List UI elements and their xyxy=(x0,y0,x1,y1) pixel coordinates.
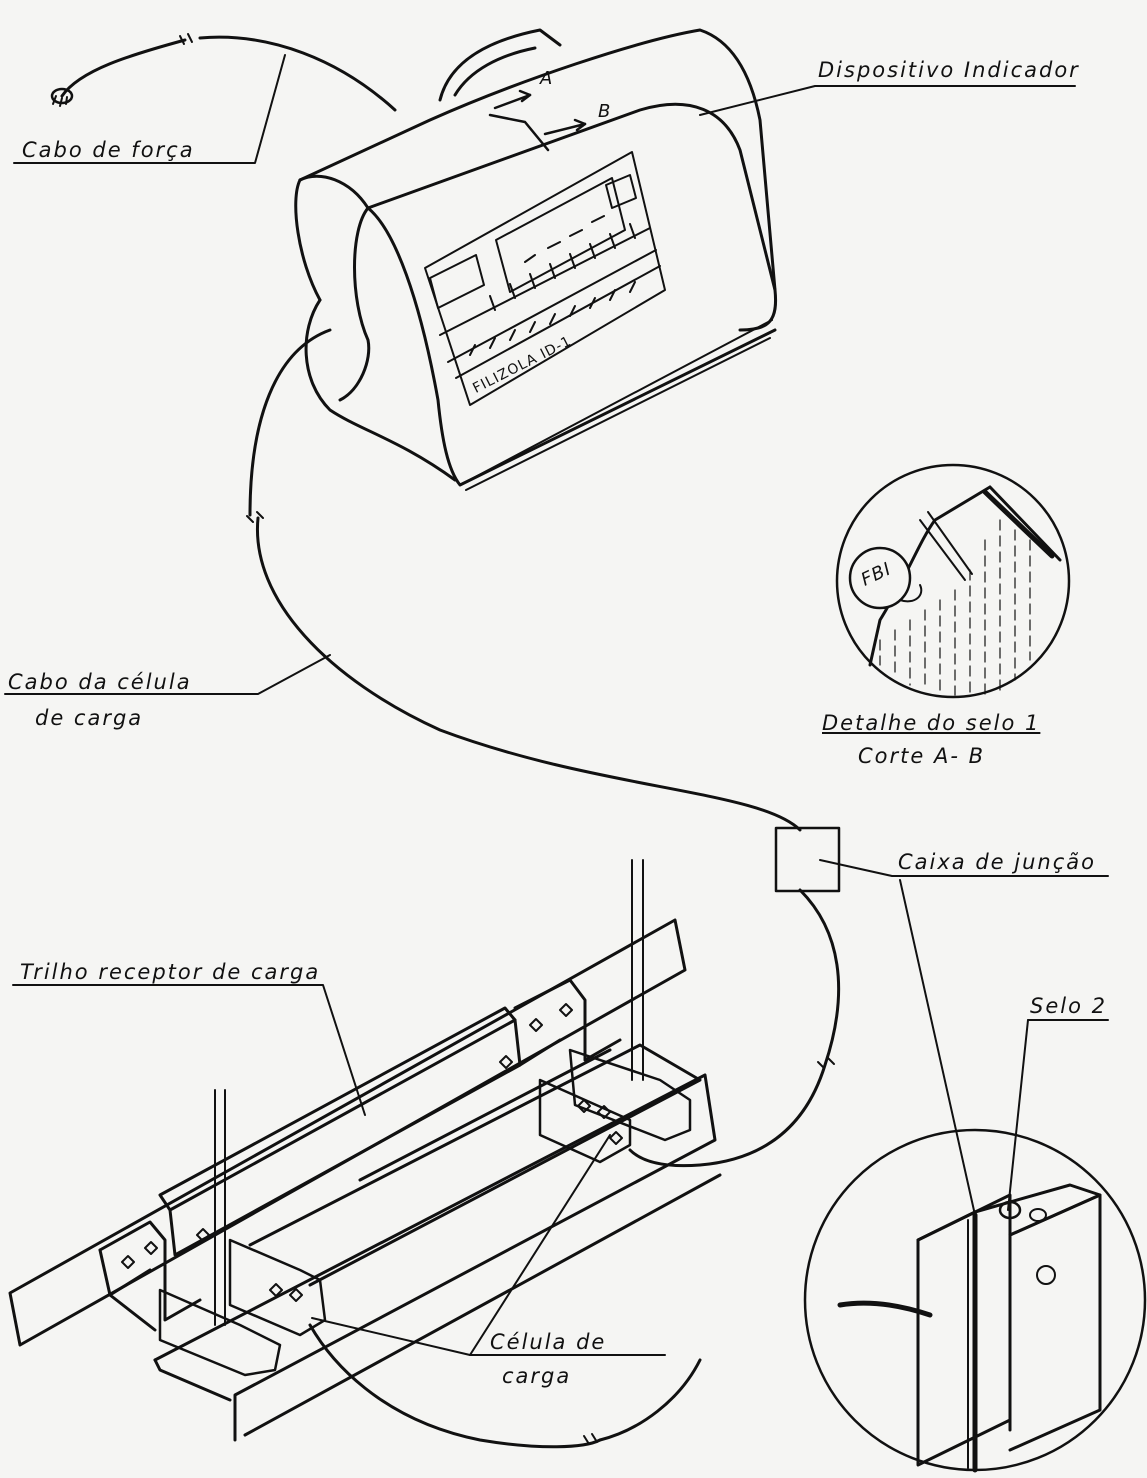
load-cell-cable xyxy=(246,328,841,1449)
display-panel xyxy=(424,151,666,406)
plug-icon xyxy=(50,87,74,107)
label-load-cell-line2: carga xyxy=(502,1364,572,1388)
seal-1-detail xyxy=(835,463,1071,699)
power-cable xyxy=(50,33,397,112)
rail-assembly xyxy=(8,859,722,1442)
label-load-cell-line1: Célula de xyxy=(490,1330,607,1354)
leader-lines xyxy=(4,54,1109,1356)
label-load-cell-cable-line1: Cabo da célula xyxy=(8,670,192,694)
indicator-device xyxy=(294,28,778,491)
label-indicator-device: Dispositivo Indicador xyxy=(818,58,1080,82)
label-section-ab: Corte A- B xyxy=(858,744,985,768)
label-power-cable: Cabo de força xyxy=(22,138,195,162)
label-arrow-b: B xyxy=(598,101,613,122)
label-load-cell-cable-line2: de carga xyxy=(35,706,144,730)
label-seal-2: Selo 2 xyxy=(1030,994,1107,1018)
label-seal-1-detail: Detalhe do selo 1 xyxy=(822,711,1041,735)
label-junction-box: Caixa de junção xyxy=(898,850,1096,874)
junction-box xyxy=(774,826,841,893)
section-arrows xyxy=(488,89,587,152)
seal-2-detail xyxy=(803,1128,1147,1473)
label-arrow-a: A xyxy=(540,68,555,89)
label-load-rail: Trilho receptor de carga xyxy=(20,960,321,984)
